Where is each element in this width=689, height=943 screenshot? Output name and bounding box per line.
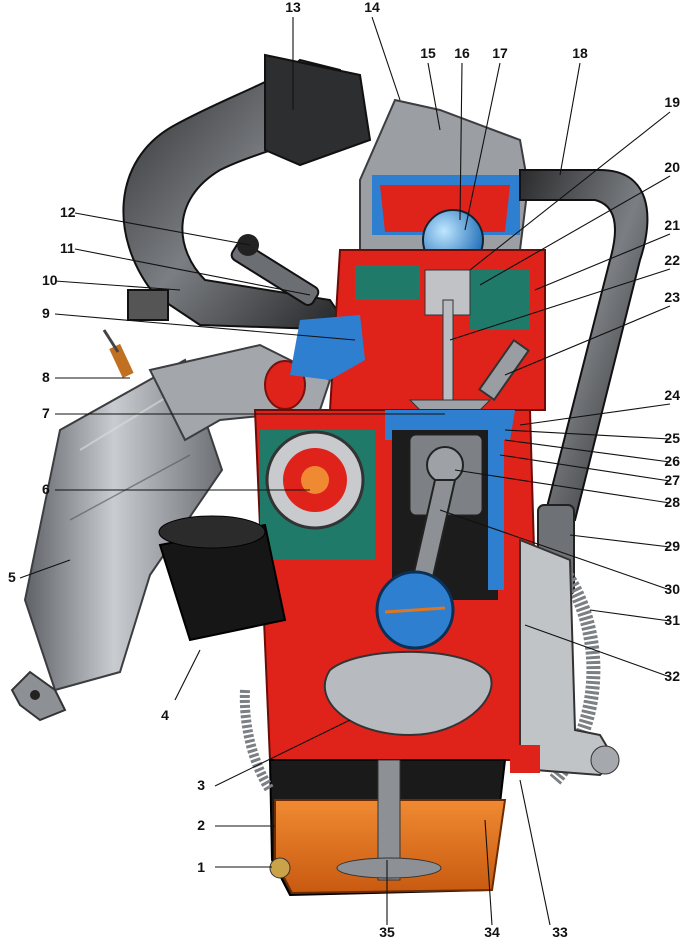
connecting-rod	[375, 479, 457, 650]
callout-label-35: 35	[379, 924, 395, 940]
callout-label-18: 18	[572, 45, 588, 61]
callout-label-14: 14	[364, 0, 380, 15]
callout-label-23: 23	[664, 289, 680, 305]
callout-leader-19	[469, 111, 671, 271]
callout-label-24: 24	[664, 387, 680, 403]
callout-leader-27	[499, 454, 671, 482]
callout-label-3: 3	[197, 777, 205, 793]
callout-leader-15	[427, 62, 441, 131]
callout-label-25: 25	[664, 430, 680, 446]
spark-plug	[478, 338, 530, 402]
callout-label-19: 19	[664, 94, 680, 110]
callout-leader-9	[54, 313, 356, 341]
callout-leader-3	[214, 719, 351, 787]
callout-leader-23	[504, 305, 671, 376]
callout-leader-21	[534, 233, 671, 291]
callout-leader-28	[454, 469, 671, 504]
callout-label-27: 27	[664, 472, 680, 488]
callout-label-30: 30	[664, 581, 680, 597]
callout-label-7: 7	[42, 405, 50, 421]
callout-label-9: 9	[42, 305, 50, 321]
callout-leader-17	[464, 62, 501, 231]
cylinder-head	[359, 98, 530, 271]
oil-pan	[268, 759, 507, 897]
callout-leader-30	[439, 509, 671, 591]
callout-leader-26	[504, 439, 671, 463]
callout-label-32: 32	[664, 668, 680, 684]
coolant-pipe	[519, 169, 649, 522]
callout-label-4: 4	[161, 707, 169, 723]
callout-label-1: 1	[197, 859, 205, 875]
callout-leader-34	[484, 819, 493, 926]
auxiliary-shaft-gear	[265, 430, 365, 530]
callout-leader-22	[449, 268, 671, 341]
callout-leader-10	[54, 280, 181, 291]
valve-train-section	[290, 249, 546, 411]
callout-leader-20	[479, 175, 671, 286]
callout-label-10: 10	[42, 272, 58, 288]
callout-label-13: 13	[285, 0, 301, 15]
callout-leader-25	[504, 429, 671, 440]
crankshaft	[323, 650, 493, 737]
callout-label-17: 17	[492, 45, 508, 61]
callout-label-31: 31	[664, 612, 680, 628]
callout-leader-4	[174, 649, 201, 701]
callout-leader-14	[371, 16, 401, 101]
callout-label-15: 15	[420, 45, 436, 61]
catalytic-converter	[10, 358, 224, 722]
callout-label-22: 22	[664, 252, 680, 268]
callout-label-8: 8	[42, 369, 50, 385]
callout-leader-18	[559, 62, 581, 176]
callout-label-5: 5	[8, 569, 16, 585]
callout-leader-16	[459, 62, 463, 221]
callout-label-16: 16	[454, 45, 470, 61]
callout-label-33: 33	[552, 924, 568, 940]
oil-filter	[158, 515, 287, 642]
callout-label-21: 21	[664, 217, 680, 233]
callout-label-2: 2	[197, 817, 205, 833]
callout-leader-12	[74, 212, 251, 246]
callout-label-6: 6	[42, 481, 50, 497]
callout-label-12: 12	[60, 204, 76, 220]
callout-label-11: 11	[60, 240, 75, 256]
callout-leader-33	[519, 779, 551, 926]
callout-label-28: 28	[664, 494, 680, 510]
callout-label-34: 34	[484, 924, 500, 940]
callout-label-20: 20	[664, 159, 680, 175]
intake-manifold	[122, 53, 372, 332]
callout-leader-32	[524, 624, 671, 678]
callout-label-29: 29	[664, 538, 680, 554]
callout-label-26: 26	[664, 453, 680, 469]
callout-leader-29	[569, 534, 671, 548]
oxygen-sensor	[102, 329, 134, 378]
leader-lines	[19, 16, 671, 926]
callout-leader-31	[589, 609, 671, 622]
timing-cover	[510, 538, 620, 777]
callout-leader-24	[519, 403, 671, 426]
callout-leader-11	[74, 248, 311, 296]
callout-leader-5	[19, 559, 71, 579]
